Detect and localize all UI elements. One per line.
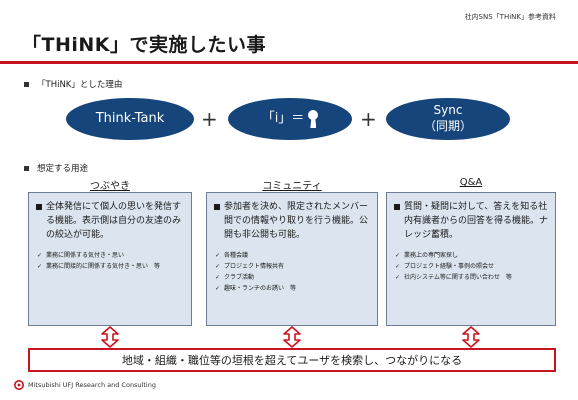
footer: Mitsubishi UFJ Research and Consulting [14,380,156,390]
keyhole-icon [308,110,319,128]
square-bullet-icon [36,204,42,210]
square-bullet-icon [24,165,29,171]
list-item: 趣味・ランチのお誘い 等 [214,283,370,294]
plus-sign: + [360,107,377,131]
oval-sync: Sync （同期） [386,98,510,140]
section-usage: 想定する用途 [24,162,88,174]
square-bullet-icon [214,204,220,210]
usage-description: 全体発信にて個人の思いを発信する機能。表示側は自分の友達のみの絞込が可能。 [46,202,182,240]
square-bullet-icon [394,204,400,210]
double-arrow-icon [283,326,301,348]
list-item: プロジェクト情報共有 [214,261,370,272]
oval-sync-sub: （同期） [423,119,472,133]
example-list: 各種会議 プロジェクト情報共有 クラブ活動 趣味・ランチのお誘い 等 [214,250,370,294]
usage-box-tsubuyaki: 全体発信にて個人の思いを発信する機能。表示側は自分の友達のみの絞込が可能。 業務… [28,192,192,326]
title-divider [0,61,578,64]
usage-box-community: 参加者を決め、限定されたメンバー間での情報やり取りを行う機能。公開も非公開も可能… [206,192,378,326]
list-item: 業務に関係する気付き・思い [36,250,184,261]
oval-i-label: 「i」＝ [261,110,305,126]
section-reason: 「THiNK」とした理由 [24,78,122,90]
plus-sign: + [201,107,218,131]
list-item: クラブ活動 [214,272,370,283]
list-item: 各種会議 [214,250,370,261]
oval-i: 「i」＝ [228,98,352,140]
footer-company-name: Mitsubishi UFJ Research and Consulting [28,381,156,389]
oval-think-tank-label: Think-Tank [95,110,165,126]
list-item: 業務上の専門家探し [394,250,548,261]
oval-think-tank: Think-Tank [66,98,194,140]
column-title-tsubuyaki: つぶやき [90,181,130,192]
bottom-message-bar: 地域・組織・職位等の垣根を超えてユーザを検索し、つながりになる [28,348,556,372]
example-list: 業務上の専門家探し プロジェクト経験・事例の照会せ 社内システム等に関する問い合… [394,250,548,283]
bottom-message: 地域・組織・職位等の垣根を超えてユーザを検索し、つながりになる [121,354,463,367]
usage-box-qa: 質問・疑問に対して、答えを知る社内有識者からの回答を得る機能。ナレッジ蓄積。 業… [386,192,556,326]
company-logo-icon [14,380,24,390]
usage-description: 質問・疑問に対して、答えを知る社内有識者からの回答を得る機能。ナレッジ蓄積。 [404,202,549,240]
square-bullet-icon [24,81,29,87]
usage-description: 参加者を決め、限定されたメンバー間での情報やり取りを行う機能。公開も非公開も可能… [224,202,369,240]
column-title-community: コミュニティ [262,181,322,192]
section-usage-heading: 想定する用途 [37,164,89,174]
oval-sync-label: Sync [433,103,463,118]
double-arrow-icon [101,326,119,348]
page-title: 「THiNK」で実施したい事 [22,34,266,56]
list-item: プロジェクト経験・事例の照会せ [394,261,548,272]
list-item: 業務に間接的に関係する気付き・思い 等 [36,261,184,272]
header-note: 社内SNS「THiNK」参考資料 [464,13,556,21]
list-item: 社内システム等に関する問い合わせ 等 [394,272,548,283]
column-title-qa: Q&A [459,177,483,188]
double-arrow-icon [462,326,480,348]
example-list: 業務に関係する気付き・思い 業務に間接的に関係する気付き・思い 等 [36,250,184,272]
section-reason-heading: 「THiNK」とした理由 [37,80,123,90]
